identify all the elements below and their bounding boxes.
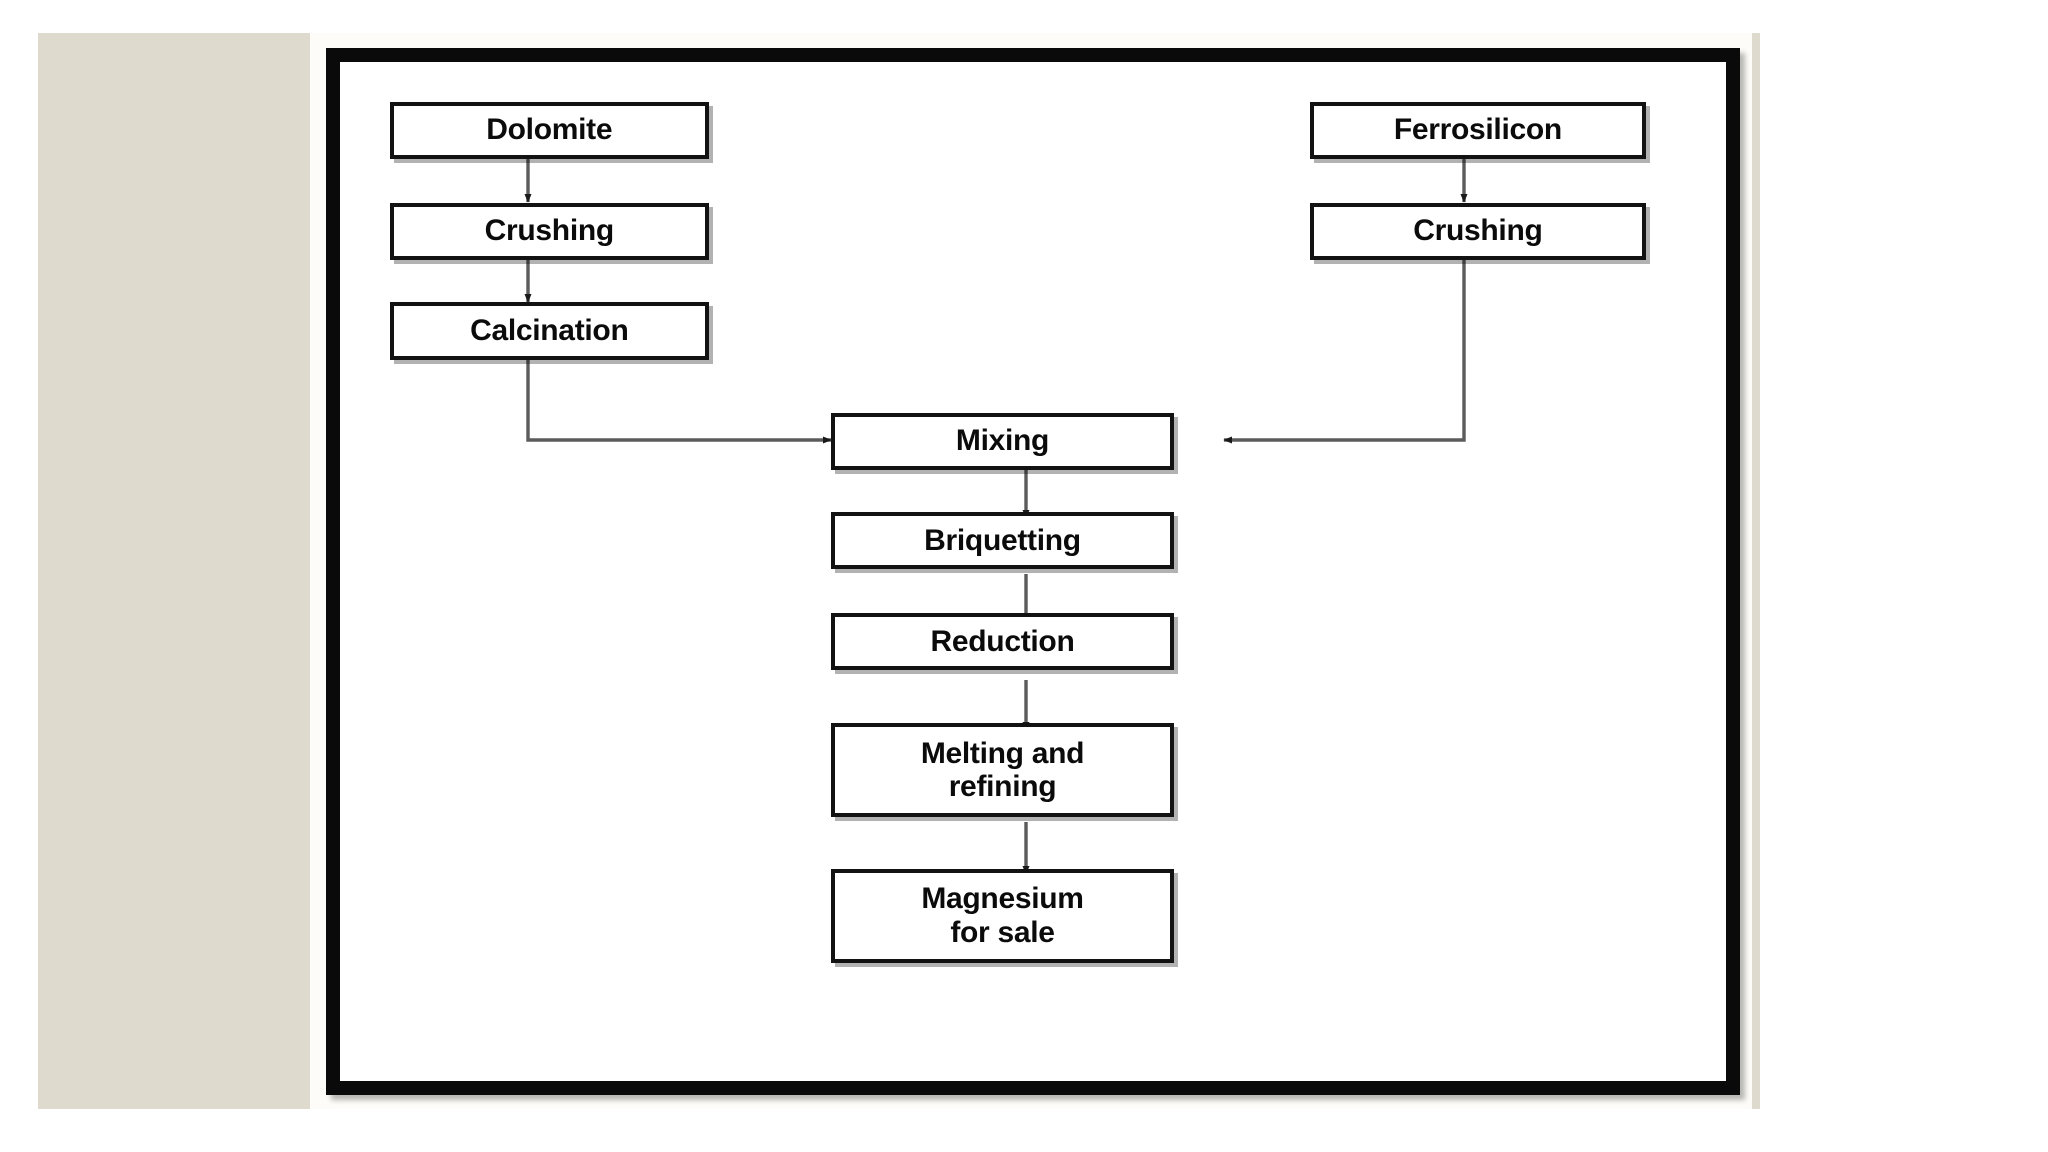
node-crushing-left[interactable]: Crushing — [389, 202, 709, 260]
node-reduction[interactable]: Reduction — [830, 613, 1175, 671]
node-calcination[interactable]: Calcination — [389, 302, 709, 360]
node-ferrosilicon[interactable]: Ferrosilicon — [1310, 101, 1646, 159]
flowchart-canvas: Dolomite Crushing Calcination Ferrosilic… — [340, 62, 1726, 1081]
node-crushing-right[interactable]: Crushing — [1310, 202, 1646, 260]
node-mixing[interactable]: Mixing — [830, 412, 1175, 470]
figure-frame-border: Dolomite Crushing Calcination Ferrosilic… — [326, 48, 1740, 1095]
node-dolomite[interactable]: Dolomite — [389, 101, 709, 159]
node-magnesium-for-sale[interactable]: Magnesium for sale — [830, 869, 1175, 963]
node-briquetting[interactable]: Briquetting — [830, 512, 1175, 570]
node-melting-and-refining[interactable]: Melting and refining — [830, 723, 1175, 818]
edge-crushing-mixing — [1223, 258, 1466, 444]
edge-calcination-mixing — [526, 358, 832, 444]
